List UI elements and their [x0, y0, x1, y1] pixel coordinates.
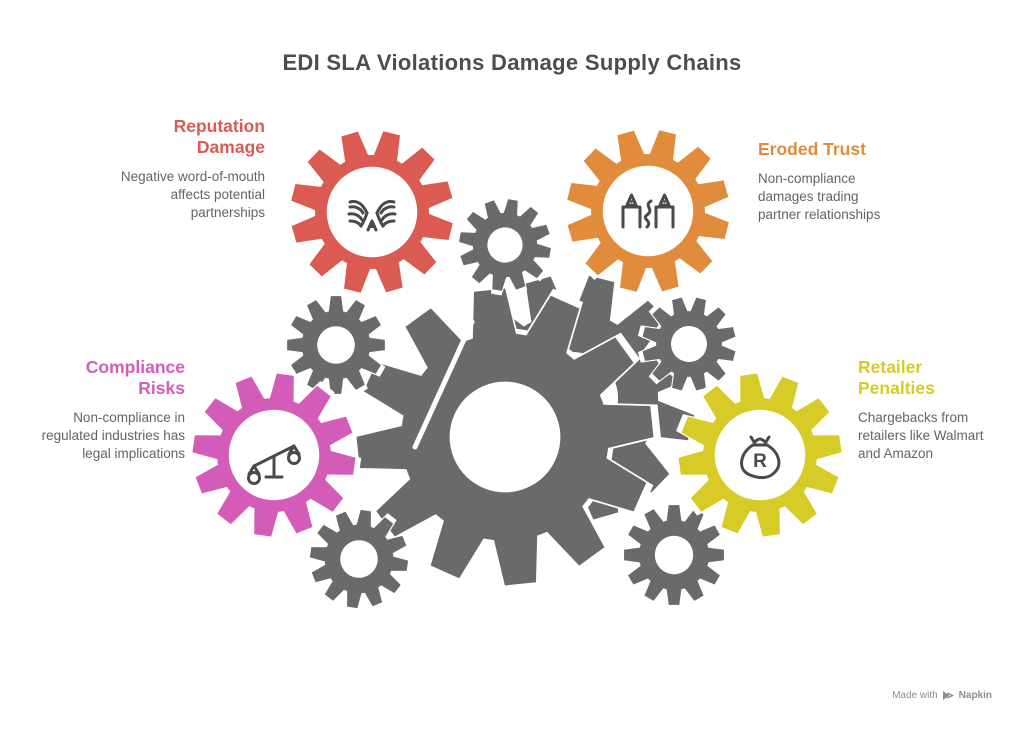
retailer-body: Chargebacks from retailers like Walmart …: [858, 410, 984, 462]
compliance-heading: Compliance Risks: [85, 357, 185, 398]
small-gear-right: [625, 280, 753, 408]
retailer-gear: [661, 356, 859, 554]
watermark-brand: Napkin: [958, 690, 992, 701]
small-gear-bottom-right: [619, 500, 729, 610]
center-gear: [334, 266, 676, 608]
reputation-heading: Reputation Damage: [173, 116, 265, 157]
section-compliance: Compliance Risks Non-compliance in regul…: [25, 357, 185, 463]
small-gear-bottom-left: [298, 498, 420, 620]
trust-heading: Eroded Trust: [758, 139, 866, 159]
napkin-logo-icon: [942, 690, 954, 700]
reputation-body: Negative word-of-mouth affects potential…: [120, 169, 265, 221]
section-reputation: Reputation Damage Negative word-of-mouth…: [100, 116, 265, 222]
watermark: Made with Napkin: [892, 690, 992, 701]
money-bag-icon: R: [740, 435, 781, 480]
diagram-title: EDI SLA Violations Damage Supply Chains: [282, 50, 742, 75]
small-gear-top: [446, 186, 564, 304]
gear-crack: [412, 319, 475, 450]
watermark-made-with: Made with: [892, 690, 938, 701]
compliance-body: Non-compliance in regulated industries h…: [41, 410, 185, 462]
small-gear-left: [282, 291, 390, 399]
reputation-gear: [266, 106, 478, 318]
section-trust: Eroded Trust Non-compliance damages trad…: [758, 139, 918, 224]
trust-body: Non-compliance damages trading partner r…: [758, 171, 881, 223]
trust-gear: [542, 105, 754, 317]
section-retailer: Retailer Penalties Chargebacks from reta…: [858, 357, 990, 463]
retailer-heading: Retailer Penalties: [858, 357, 935, 398]
currency-letter: R: [753, 451, 767, 472]
